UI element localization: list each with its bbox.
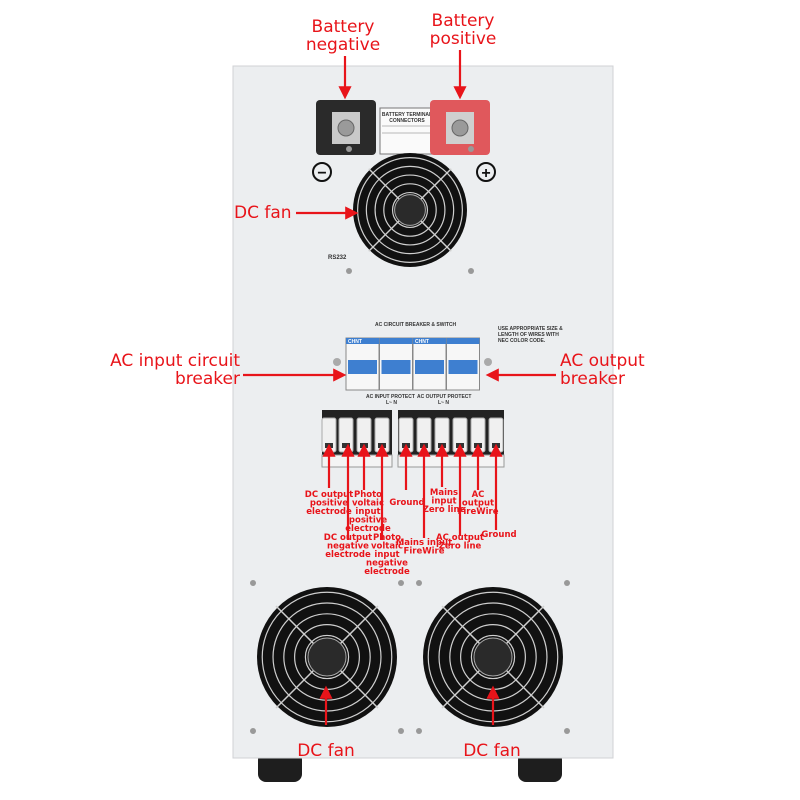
breaker-pole[interactable] <box>379 337 413 391</box>
rs232-label: RS232 <box>328 255 347 261</box>
svg-text:positive: positive <box>349 516 387 526</box>
svg-text:+: + <box>481 165 490 182</box>
label-ground-right: Ground <box>481 530 516 540</box>
svg-text:positive: positive <box>310 499 348 509</box>
svg-text:AC output: AC output <box>560 351 645 371</box>
battery-info-plate: BATTERY TERMINAL CONNECTORS <box>379 107 435 155</box>
svg-text:input: input <box>355 507 380 517</box>
svg-text:DC output: DC output <box>324 533 372 543</box>
battery-negative-terminal <box>316 100 376 155</box>
wire-terminal <box>338 417 354 453</box>
svg-text:Zero line: Zero line <box>423 505 466 515</box>
label-dc-fan-bottom-left: DC fan <box>297 741 355 761</box>
dc-fan-top <box>346 146 474 274</box>
svg-text:CHNT: CHNT <box>415 339 429 345</box>
wire-terminal <box>434 417 450 453</box>
annotation-arrows <box>243 50 556 725</box>
svg-text:breaker: breaker <box>560 369 625 389</box>
svg-text:Ground: Ground <box>481 530 516 540</box>
svg-text:L~ N: L~ N <box>438 400 449 406</box>
dc-fan-bottom-right <box>416 580 570 734</box>
svg-text:NEC COLOR CODE.: NEC COLOR CODE. <box>498 338 546 344</box>
label-ac-input-breaker: AC input circuit breaker <box>110 351 240 389</box>
svg-text:Mains: Mains <box>430 488 458 498</box>
wire-terminal <box>374 417 390 453</box>
wire-terminal <box>452 417 468 453</box>
terminal-block-ac <box>397 410 505 468</box>
svg-text:negative: negative <box>366 559 408 569</box>
label-dc-fan-bottom-right: DC fan <box>463 741 521 761</box>
svg-text:negative: negative <box>306 35 380 55</box>
svg-text:DC output: DC output <box>305 490 353 500</box>
label-battery-positive: Battery positive <box>430 11 497 49</box>
wire-terminal <box>470 417 486 453</box>
svg-text:L~ N: L~ N <box>386 400 397 406</box>
svg-text:−: − <box>317 165 326 182</box>
svg-text:FireWire: FireWire <box>458 507 499 517</box>
svg-text:Ground: Ground <box>389 498 424 508</box>
label-battery-negative: Battery negative <box>306 17 380 55</box>
svg-text:positive: positive <box>430 29 497 49</box>
svg-text:Battery: Battery <box>312 17 375 37</box>
svg-text:Battery: Battery <box>432 11 495 31</box>
svg-text:electrode: electrode <box>345 524 391 534</box>
svg-text:AC: AC <box>472 490 485 500</box>
svg-text:Zero line: Zero line <box>439 542 482 552</box>
svg-text:Photo: Photo <box>354 490 382 500</box>
breaker-pole[interactable] <box>446 337 480 391</box>
svg-text:voltaic: voltaic <box>352 499 384 509</box>
svg-text:voltaic: voltaic <box>371 542 403 552</box>
wheels <box>258 752 562 782</box>
svg-text:input: input <box>431 497 456 507</box>
wire-terminal <box>398 417 414 453</box>
battery-positive-terminal <box>430 100 490 155</box>
svg-text:electrode: electrode <box>364 567 410 577</box>
wire-terminal <box>356 417 372 453</box>
svg-text:AC output: AC output <box>436 533 484 543</box>
svg-text:CONNECTORS: CONNECTORS <box>389 118 425 124</box>
svg-text:LENGTH OF WIRES WITH: LENGTH OF WIRES WITH <box>498 332 559 338</box>
wire-terminal <box>416 417 432 453</box>
breaker-pole[interactable]: CHNT <box>345 337 380 391</box>
ac-input-protect-label: AC INPUT PROTECT <box>366 394 415 400</box>
minus-icon: − <box>312 162 332 182</box>
svg-text:BATTERY TERMINAL: BATTERY TERMINAL <box>382 112 432 118</box>
breaker-title: AC CIRCUIT BREAKER & SWITCH <box>375 322 456 328</box>
svg-text:input: input <box>374 550 399 560</box>
label-dc-fan-top: DC fan <box>234 203 292 223</box>
svg-text:FireWire: FireWire <box>404 547 445 557</box>
svg-text:negative: negative <box>327 542 369 552</box>
label-ground-left: Ground <box>389 498 424 508</box>
wire-note: USE APPROPRIATE SIZE & LENGTH OF WIRES W… <box>498 326 563 344</box>
breaker-pole[interactable]: CHNT <box>412 337 447 391</box>
svg-text:breaker: breaker <box>175 369 240 389</box>
ac-output-protect-label: AC OUTPUT PROTECT <box>417 394 471 400</box>
ac-circuit-breakers[interactable]: CHNT CHNT <box>345 337 480 391</box>
plus-icon: + <box>476 162 496 182</box>
label-ac-output-breaker: AC output breaker <box>560 351 645 389</box>
svg-text:output: output <box>462 499 494 509</box>
svg-text:Photo: Photo <box>373 533 401 543</box>
wire-terminal <box>488 417 504 453</box>
svg-text:USE APPROPRIATE SIZE &: USE APPROPRIATE SIZE & <box>498 326 563 332</box>
svg-text:CHNT: CHNT <box>348 339 362 345</box>
wire-terminal <box>321 417 337 453</box>
svg-text:Mains input: Mains input <box>396 538 452 548</box>
dc-fan-bottom-left <box>250 580 404 734</box>
svg-text:electrode: electrode <box>306 507 352 517</box>
svg-text:electrode: electrode <box>325 550 371 560</box>
svg-text:AC input circuit: AC input circuit <box>110 351 240 371</box>
